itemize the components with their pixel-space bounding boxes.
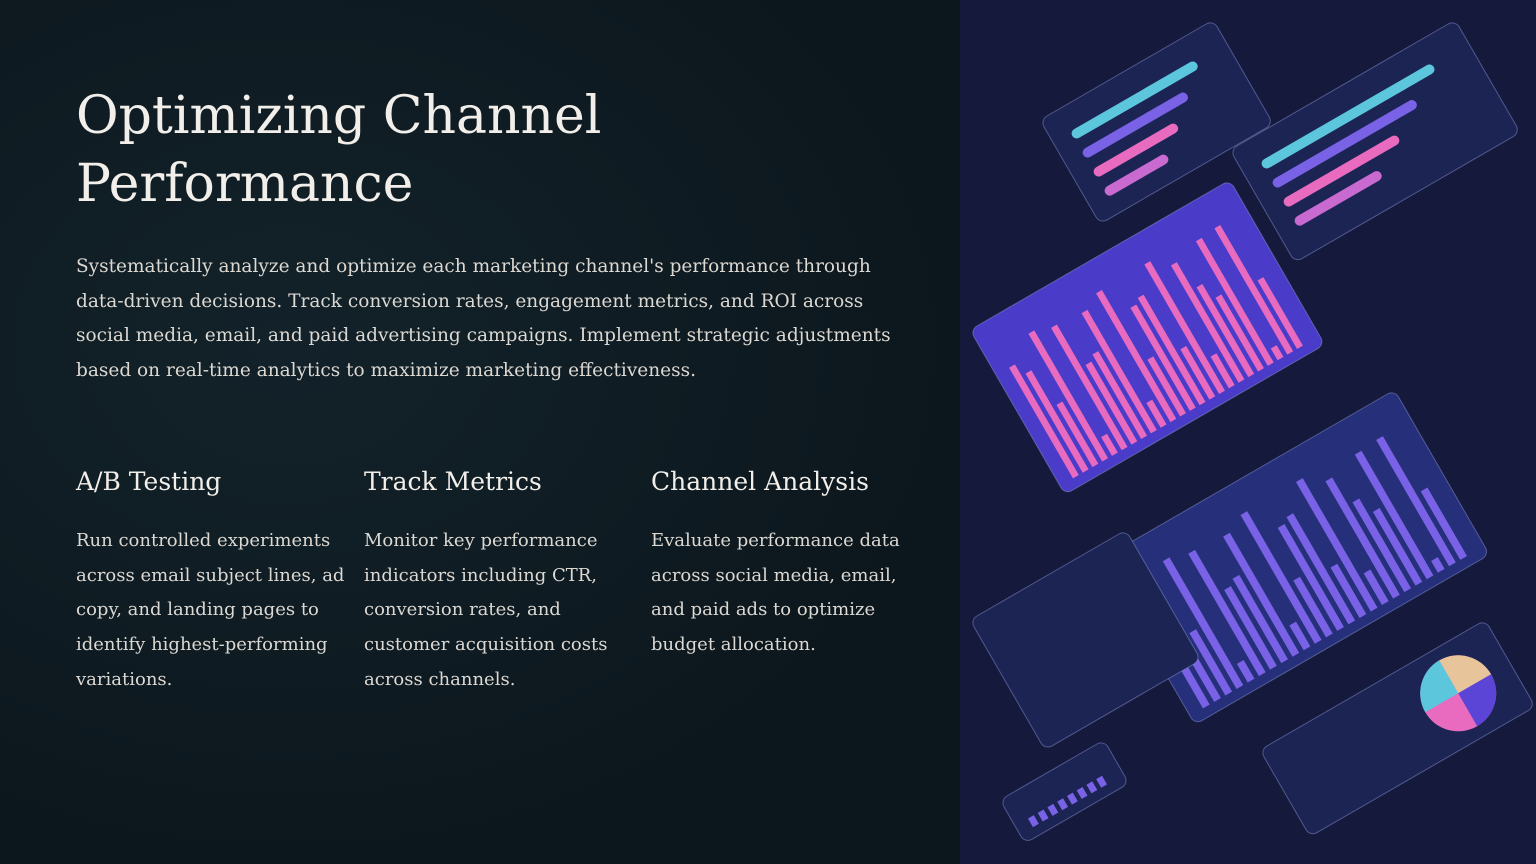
dashboard-card bbox=[1042, 22, 1271, 222]
bar bbox=[1085, 361, 1138, 445]
progress-bar bbox=[1093, 123, 1179, 177]
column-text: Monitor key performance indicators inclu… bbox=[364, 530, 608, 690]
bar bbox=[1092, 351, 1148, 440]
progress-bar bbox=[1261, 64, 1435, 169]
progress-bar bbox=[1082, 92, 1188, 158]
bar bbox=[1147, 356, 1187, 417]
bar bbox=[1195, 237, 1274, 366]
bar bbox=[1224, 586, 1277, 670]
bar bbox=[1210, 353, 1235, 389]
bar bbox=[1293, 576, 1333, 638]
bar bbox=[1076, 786, 1088, 800]
column-channel-analysis: Channel Analysis Evaluate performance da… bbox=[651, 462, 931, 663]
bar bbox=[1096, 775, 1108, 788]
column-heading: Track Metrics bbox=[364, 467, 542, 496]
bar bbox=[1196, 283, 1255, 378]
bar bbox=[1137, 294, 1206, 406]
bar bbox=[1028, 330, 1109, 462]
card-frame bbox=[1002, 742, 1127, 841]
bar bbox=[1086, 781, 1098, 794]
bar bbox=[1354, 450, 1434, 580]
bar bbox=[1056, 401, 1099, 468]
pie-slice bbox=[1458, 674, 1497, 727]
pie-slice bbox=[1439, 655, 1492, 694]
bar bbox=[1180, 345, 1216, 400]
bar bbox=[1189, 629, 1233, 696]
dashboard-illustration bbox=[960, 0, 1536, 864]
bar bbox=[1081, 309, 1157, 434]
bar bbox=[1295, 478, 1378, 612]
column-heading: A/B Testing bbox=[76, 467, 222, 496]
column-text: Run controlled experiments across email … bbox=[76, 530, 345, 690]
content-panel: Optimizing Channel Performance Systemati… bbox=[0, 0, 960, 864]
bar bbox=[1146, 399, 1167, 428]
progress-bar bbox=[1294, 171, 1382, 226]
bar bbox=[1170, 262, 1245, 383]
bar bbox=[1130, 304, 1196, 411]
card-frame bbox=[1232, 22, 1518, 261]
dashboard-card bbox=[1232, 22, 1518, 261]
column-track-metrics: Track Metrics Monitor key performance in… bbox=[364, 462, 629, 698]
bar bbox=[1066, 792, 1078, 805]
bar bbox=[1214, 224, 1294, 355]
column-text: Evaluate performance data across social … bbox=[651, 530, 900, 656]
dashboard-card bbox=[1262, 622, 1533, 835]
bar bbox=[1270, 345, 1284, 361]
bar bbox=[1257, 277, 1303, 350]
pie-slice bbox=[1420, 660, 1459, 713]
progress-bar bbox=[1272, 100, 1417, 188]
card-frame bbox=[972, 532, 1199, 748]
bar bbox=[1025, 370, 1089, 473]
page-title: Optimizing Channel Performance bbox=[76, 86, 602, 214]
bar bbox=[1277, 523, 1344, 631]
dashboard-card bbox=[972, 532, 1199, 748]
bar bbox=[1009, 364, 1079, 479]
bar bbox=[1047, 803, 1059, 816]
progress-bar bbox=[1104, 154, 1169, 196]
bar bbox=[1420, 487, 1467, 560]
dashboard-card bbox=[972, 182, 1323, 493]
bar bbox=[1051, 324, 1128, 451]
bar bbox=[1162, 557, 1244, 690]
intro-paragraph: Systematically analyze and optimize each… bbox=[76, 256, 891, 382]
bar bbox=[1330, 563, 1367, 618]
bar bbox=[1223, 532, 1300, 657]
bar bbox=[1431, 557, 1445, 573]
bar bbox=[1144, 261, 1225, 395]
bar bbox=[1286, 513, 1356, 625]
bar bbox=[1057, 798, 1069, 811]
bar bbox=[1232, 574, 1289, 664]
bar bbox=[1363, 569, 1389, 606]
dashboard-card bbox=[1002, 742, 1127, 841]
progress-bar bbox=[1071, 61, 1198, 139]
dashboards-image bbox=[972, 22, 1533, 841]
column-heading: Channel Analysis bbox=[651, 467, 869, 496]
bar bbox=[1096, 289, 1177, 423]
bar bbox=[1289, 621, 1311, 651]
bar bbox=[1188, 549, 1266, 677]
progress-bar bbox=[1283, 135, 1400, 207]
bar bbox=[1325, 477, 1400, 599]
bar bbox=[1215, 294, 1264, 372]
card-frame bbox=[1042, 22, 1271, 222]
bar bbox=[1027, 815, 1039, 828]
bar bbox=[1376, 436, 1456, 567]
bar bbox=[1240, 511, 1322, 644]
bar bbox=[1037, 809, 1049, 822]
bar bbox=[1372, 507, 1423, 586]
bar bbox=[1352, 498, 1412, 593]
bar bbox=[1101, 433, 1118, 456]
column-ab-testing: A/B Testing Run controlled experiments a… bbox=[76, 462, 346, 698]
bar bbox=[1236, 659, 1255, 683]
